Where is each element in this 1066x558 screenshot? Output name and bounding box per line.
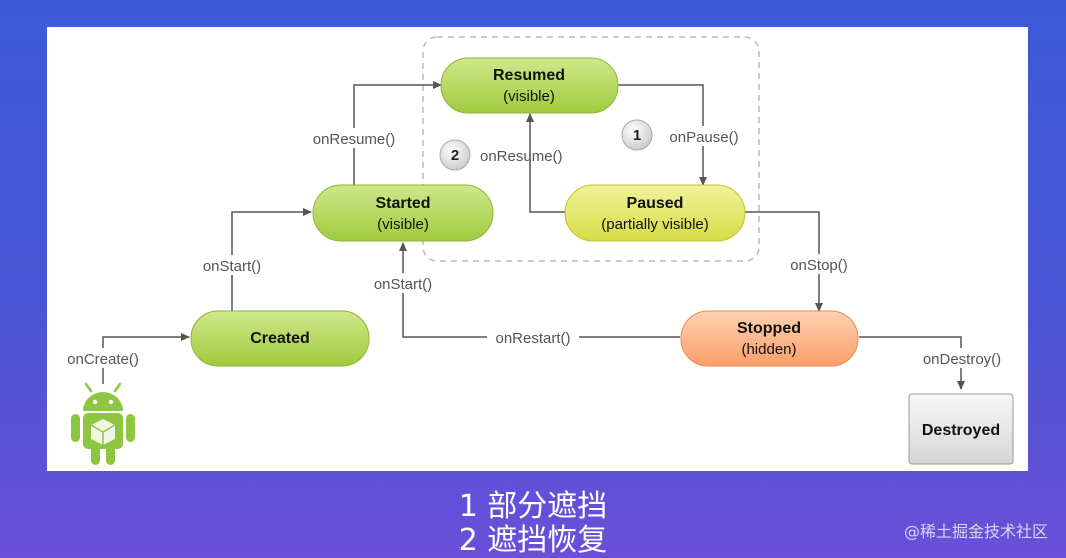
state-paused: Paused (partially visible) (564, 184, 746, 242)
badge-1-number: 1 (633, 127, 641, 144)
caption-line-1: 1 部分遮挡 (458, 489, 608, 524)
state-stopped: Stopped (hidden) (680, 310, 859, 367)
badge-2-number: 2 (451, 147, 459, 164)
label-ondestroy: onDestroy() (923, 351, 1001, 368)
edge-onrestart (399, 242, 680, 338)
edge-onresume-started (353, 81, 442, 185)
badge-2: 2 (439, 139, 471, 171)
foreground-region-outline (422, 36, 760, 262)
state-resumed-sub: (visible) (503, 88, 555, 105)
state-destroyed-title: Destroyed (922, 422, 1000, 439)
lifecycle-diagram-panel: onCreate() onStart() onResume() onPause(… (47, 27, 1028, 471)
state-resumed-title: Resumed (493, 67, 565, 84)
state-created: Created (190, 310, 370, 367)
label-onresume-started: onResume() (313, 131, 396, 148)
edge-oncreate (102, 333, 190, 384)
state-stopped-title: Stopped (737, 320, 801, 337)
label-onstart-created: onStart() (203, 258, 261, 275)
edge-onstop (744, 211, 823, 312)
state-stopped-sub: (hidden) (741, 341, 796, 358)
label-onresume-paused: onResume() (480, 148, 563, 165)
watermark: @稀土掘金技术社区 (903, 522, 1048, 541)
edge-ondestroy (859, 336, 965, 390)
caption-line-2: 2 遮挡恢复 (458, 523, 608, 558)
state-started-title: Started (375, 195, 430, 212)
label-onrestart: onRestart() (495, 330, 570, 347)
label-onstop: onStop() (790, 257, 848, 274)
state-paused-title: Paused (627, 195, 684, 212)
badge-1: 1 (621, 119, 653, 151)
state-resumed: Resumed (visible) (440, 57, 619, 114)
state-started-sub: (visible) (377, 216, 429, 233)
edge-onresume-paused (526, 113, 565, 213)
label-oncreate: onCreate() (67, 351, 139, 368)
edge-onstart-created (231, 208, 312, 311)
label-onstart-restart: onStart() (374, 276, 432, 293)
state-paused-sub: (partially visible) (601, 216, 709, 233)
state-destroyed: Destroyed (908, 393, 1014, 465)
lifecycle-diagram: onCreate() onStart() onResume() onPause(… (59, 36, 1014, 465)
state-created-title: Created (250, 330, 310, 347)
android-robot-icon (71, 382, 135, 465)
label-onpause: onPause() (669, 129, 738, 146)
edge-onpause (618, 84, 707, 186)
state-started: Started (visible) (312, 184, 494, 242)
